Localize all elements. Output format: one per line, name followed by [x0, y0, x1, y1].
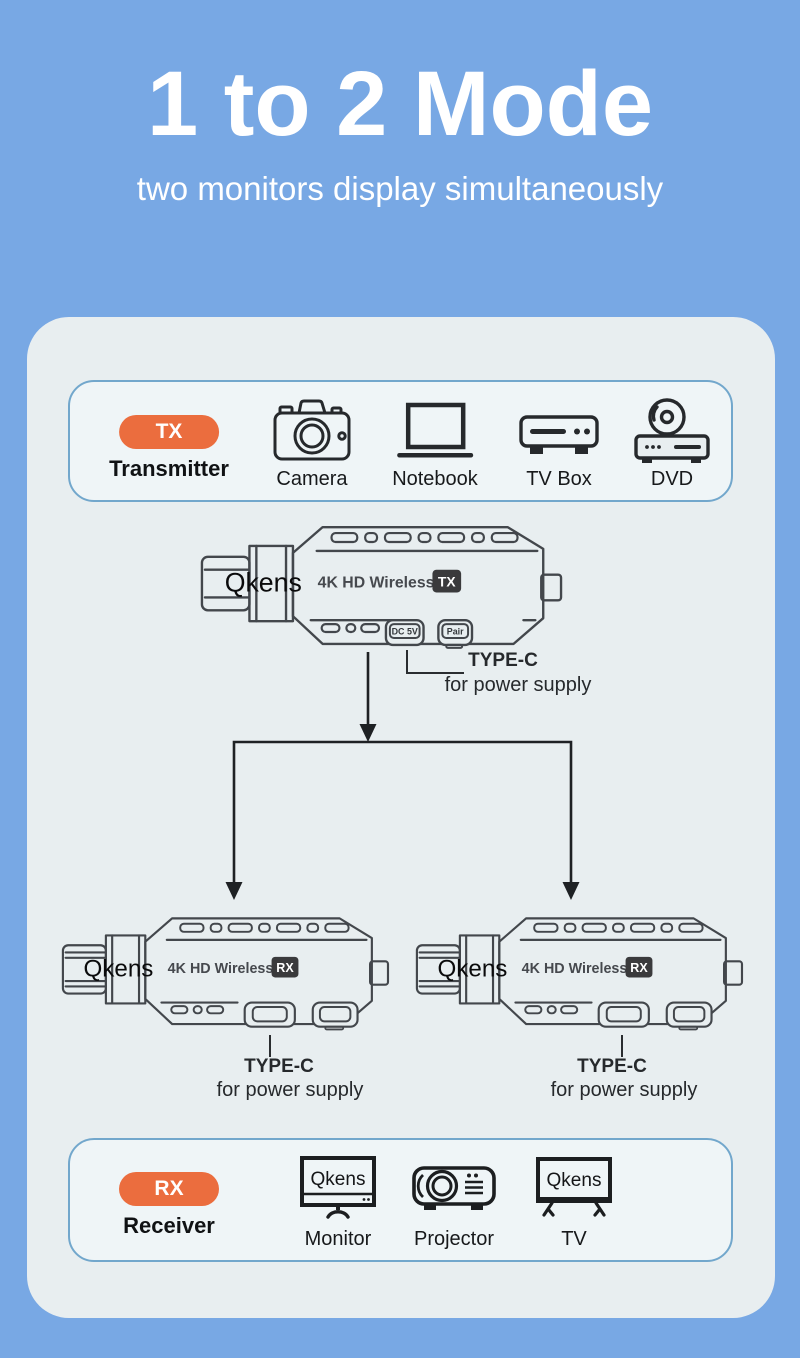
display-monitor: Qkens Monitor [298, 1152, 378, 1251]
rx-device-badge [625, 956, 653, 978]
bottom-vents [320, 623, 381, 634]
display-tv: Qkens TV [534, 1152, 614, 1251]
source-camera-label: Camera [276, 468, 348, 490]
power-port [597, 1001, 650, 1028]
antenna-tab [369, 960, 390, 986]
camera-icon [273, 399, 351, 461]
source-camera: Camera [270, 396, 354, 491]
rx-badge-group: RX Receiver [119, 1172, 219, 1239]
receiver-device-left: Qkens 4K HD Wireless RX [61, 917, 390, 1031]
device-body [498, 917, 727, 1026]
tv-screen-text: Qkens [547, 1170, 602, 1191]
hdmi-out-port [311, 1001, 359, 1031]
source-tv-box-label: TV Box [526, 468, 592, 490]
tx-device-badge-text: TX [438, 574, 456, 590]
receiver-device-right: Qkens 4K HD Wireless RX [415, 917, 744, 1031]
tx-sources-box: TX Transmitter Camera [68, 380, 733, 502]
rx-left-note-title: TYPE-C [244, 1056, 314, 1077]
antenna-tab [723, 960, 744, 986]
source-tv-box: TV Box [517, 396, 601, 491]
display-monitor-label: Monitor [304, 1228, 372, 1250]
rx-device-badge [271, 956, 299, 978]
rx-badge: RX [119, 1172, 219, 1206]
monitor-icon: Qkens [300, 1156, 376, 1219]
device-body [291, 525, 545, 646]
bottom-vents [170, 1005, 225, 1015]
tx-badge: TX [118, 415, 219, 449]
tx-badge-group: TX Transmitter [109, 415, 229, 482]
display-projector: Projector [410, 1152, 498, 1251]
source-dvd: DVD [630, 396, 714, 491]
power-port [243, 1001, 296, 1028]
tv-box-icon [519, 415, 599, 454]
hdmi-out-port [665, 1001, 713, 1031]
transmitter-model: 4K HD Wireless [318, 575, 435, 592]
dc-port [384, 618, 425, 647]
rx-device-badge-text: RX [630, 961, 648, 975]
receiver-model: 4K HD Wireless [168, 961, 274, 977]
page-subtitle: two monitors display simultaneously [136, 170, 664, 207]
display-tv-label: TV [561, 1228, 587, 1250]
dvd-icon [634, 398, 710, 463]
notebook-icon [397, 402, 473, 458]
tx-note-title: TYPE-C [468, 650, 538, 671]
rx-badge-label: Receiver [123, 1213, 215, 1238]
transmitter-device: Qkens 4K HD Wireless TX DC 5V Pair [200, 525, 563, 649]
tx-badge-label: Transmitter [109, 456, 229, 481]
dc-port-label: DC 5V [392, 626, 418, 636]
pair-port [437, 618, 474, 649]
rx-left-note-subtitle: for power supply [216, 1079, 364, 1101]
rx-right-note-subtitle: for power supply [550, 1079, 698, 1101]
receiver-model: 4K HD Wireless [522, 961, 628, 977]
antenna-tab [540, 573, 563, 602]
display-projector-label: Projector [413, 1228, 495, 1250]
projector-icon [412, 1166, 496, 1210]
monitor-screen-text: Qkens [311, 1169, 366, 1190]
source-dvd-label: DVD [650, 468, 694, 490]
device-body [144, 917, 373, 1026]
page-title: 1 to 2 Mode [146, 53, 654, 155]
rx-device-badge-text: RX [276, 961, 294, 975]
top-vents [330, 532, 519, 544]
transmitter-brand: Qkens [225, 567, 302, 597]
tx-note-subtitle: for power supply [444, 674, 592, 696]
source-notebook: Notebook [392, 396, 478, 491]
tv-icon: Qkens [536, 1157, 612, 1217]
rx-displays-box: RX Receiver Qkens Monitor [68, 1138, 733, 1262]
tx-device-badge [432, 569, 462, 593]
receiver-brand: Qkens [438, 956, 508, 983]
receiver-brand: Qkens [84, 956, 154, 983]
top-vents [179, 922, 350, 933]
rx-right-note-title: TYPE-C [577, 1056, 647, 1077]
pair-port-label: Pair [447, 626, 464, 636]
source-notebook-label: Notebook [392, 468, 478, 490]
top-vents [533, 922, 704, 933]
bottom-vents [524, 1005, 579, 1015]
